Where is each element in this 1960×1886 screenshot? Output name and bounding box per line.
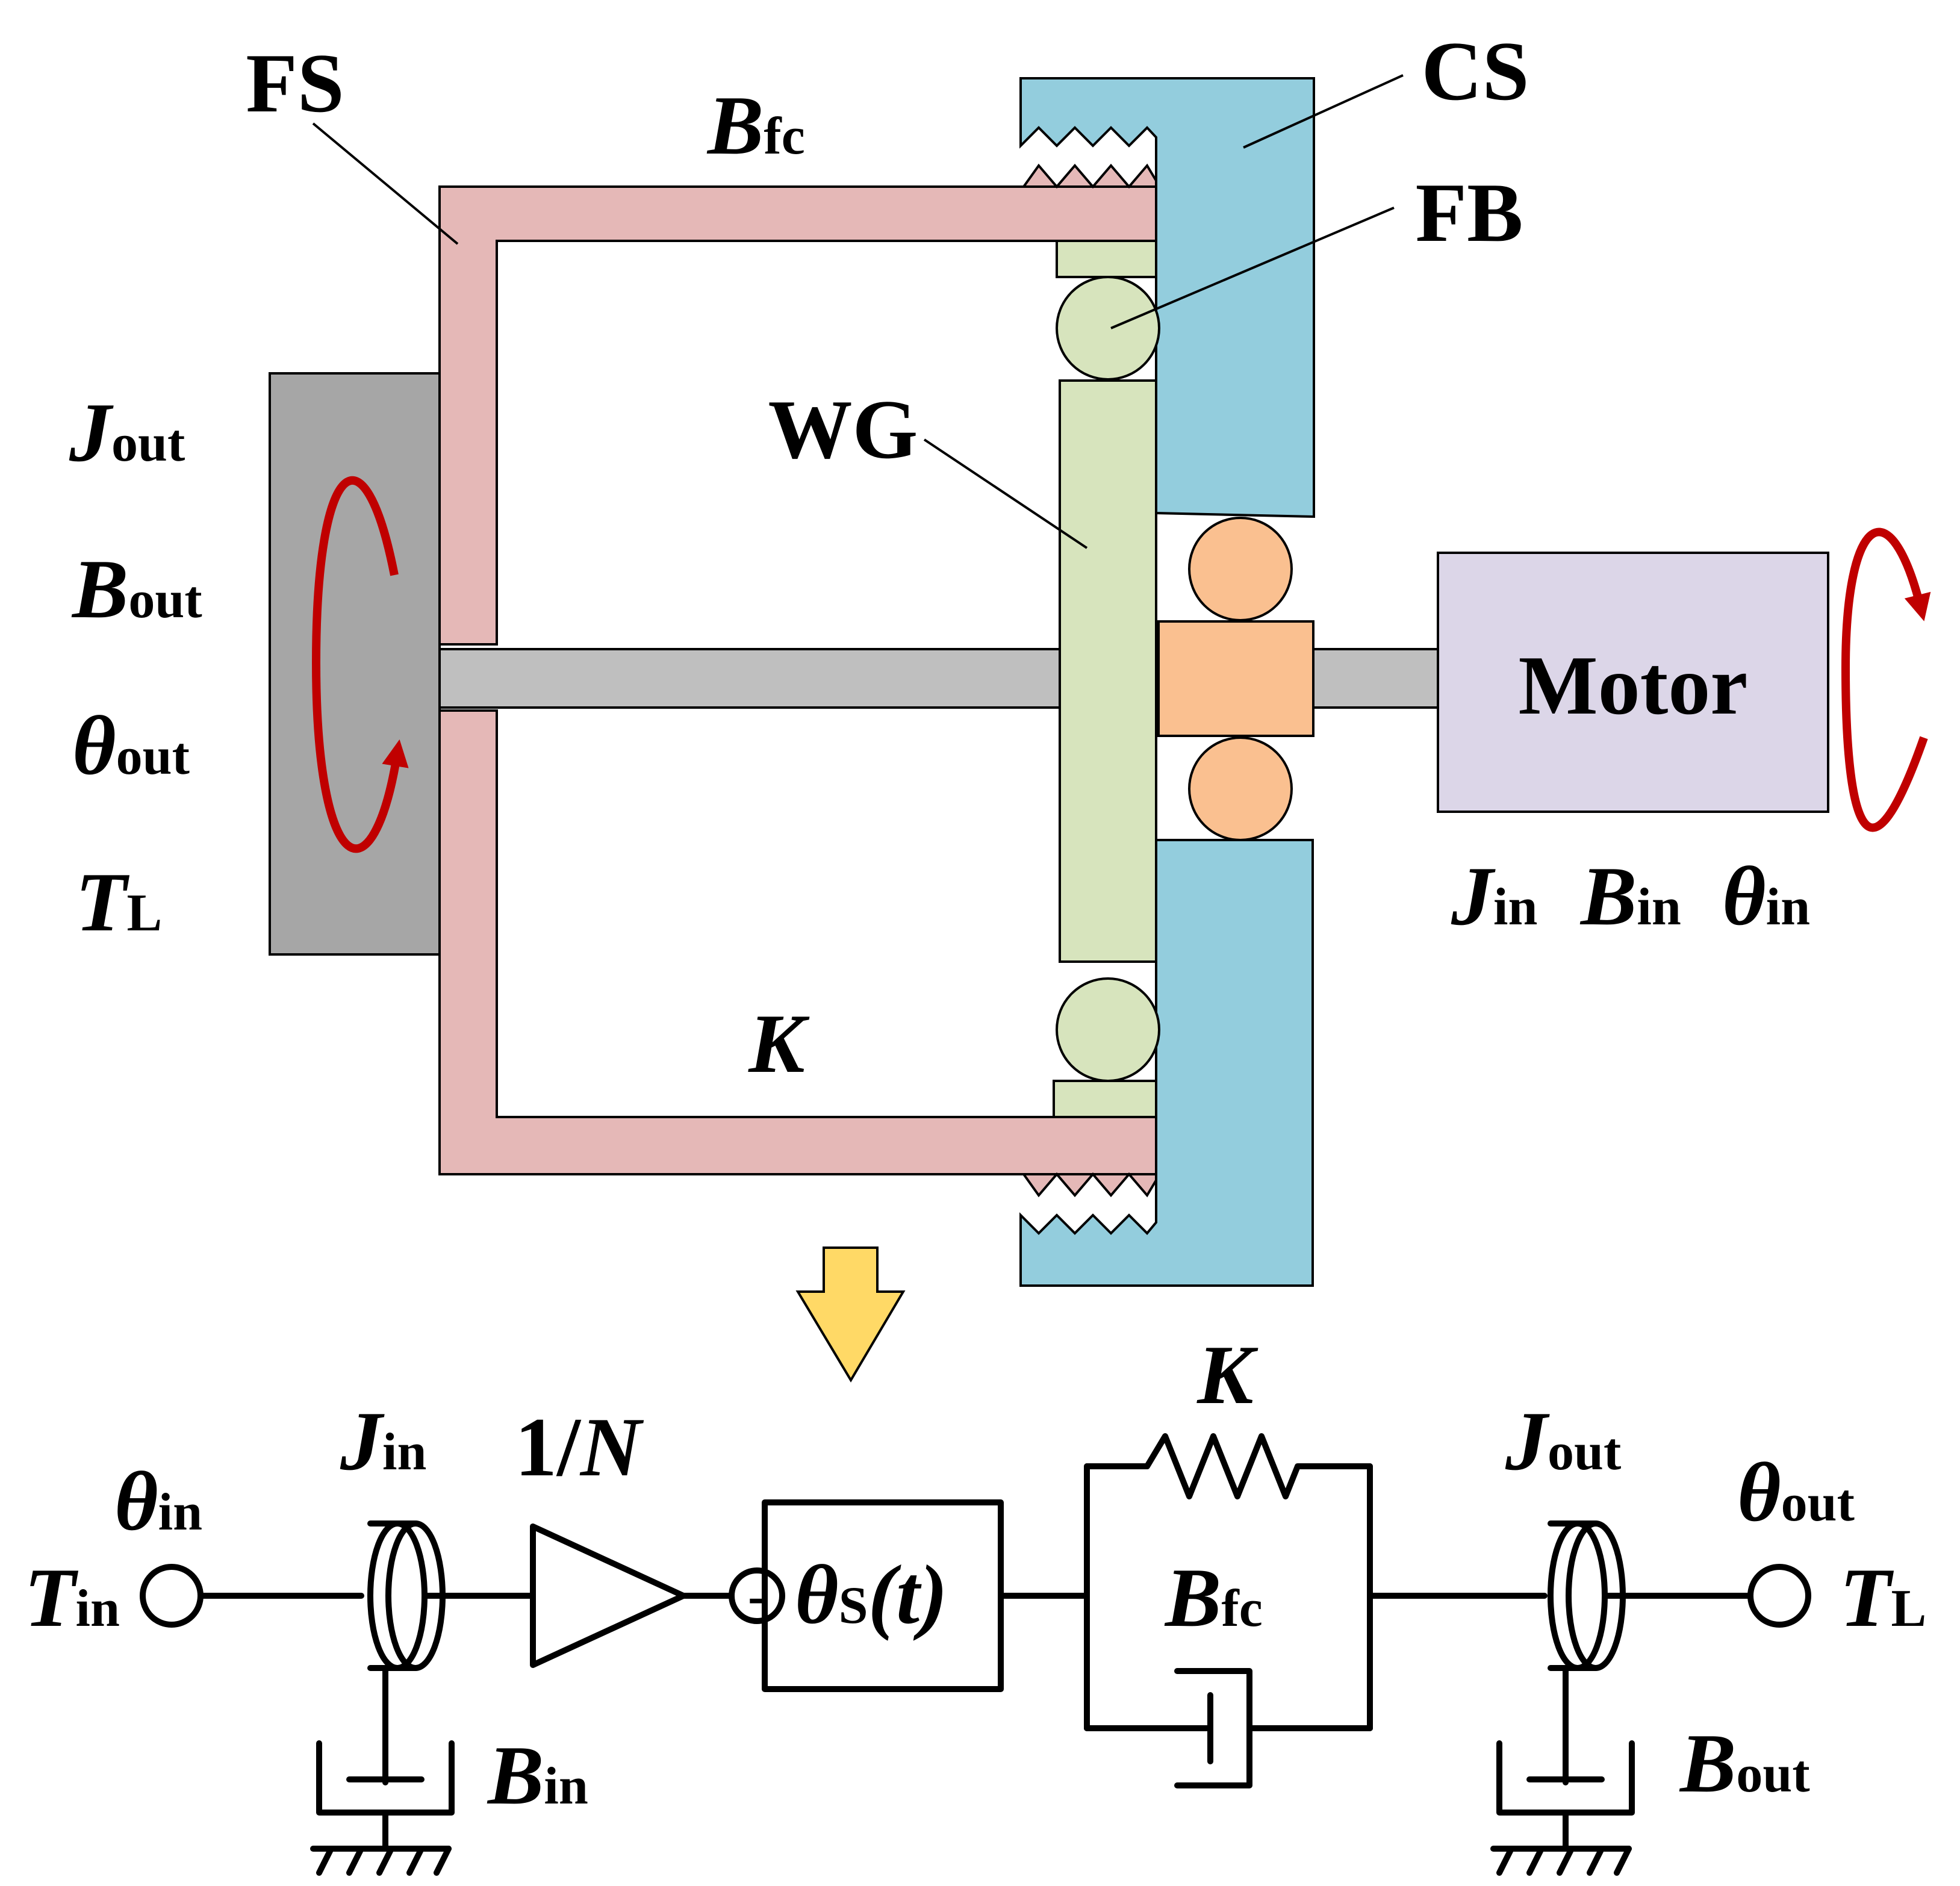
model-bout-label: Bout	[1679, 1717, 1810, 1810]
wg-label: WG	[768, 383, 918, 476]
mech-k-label: K	[747, 997, 810, 1091]
fs-leader-line	[312, 122, 459, 245]
thetas-block	[762, 1499, 1004, 1692]
model-bfc-label: Bfc	[1164, 1551, 1263, 1645]
input-rotation-arrow	[1841, 528, 1931, 832]
fb-leader-line	[1110, 207, 1395, 329]
circular-spline-bottom	[1019, 839, 1314, 1287]
input-damper-symbol	[310, 1740, 455, 1876]
motor-label: Motor	[1519, 639, 1748, 732]
output-inertia-symbol	[1548, 1520, 1626, 1785]
flexible-bearing-ball-bottom	[1056, 977, 1160, 1082]
damper-bfc-symbol	[1084, 1668, 1373, 1788]
mech-theta-out-label: θout	[72, 699, 190, 792]
motor-bearing-ball-bottom	[1188, 736, 1293, 841]
fs-label: FS	[246, 37, 344, 130]
mech-bfc-label: Bfc	[706, 79, 805, 172]
model-thetas-label: θS(t)	[795, 1548, 948, 1642]
minus-sign: -	[748, 1566, 766, 1626]
model-bin-label: Bin	[487, 1729, 588, 1822]
input-inertia-symbol	[367, 1520, 446, 1785]
cs-leader-line	[1243, 74, 1404, 149]
model-theta-out-label: θout	[1737, 1446, 1855, 1539]
mech-bin-label: Bin	[1579, 850, 1681, 943]
down-arrow-icon	[795, 1246, 906, 1383]
mech-jin-label: Jin	[1451, 850, 1537, 943]
model-jout-label: Jout	[1505, 1395, 1621, 1488]
circular-spline-top	[1019, 77, 1315, 518]
spring-k-symbol	[1084, 1433, 1373, 1499]
mech-tl-label: TL	[75, 856, 162, 949]
mech-theta-in-label: θin	[1722, 850, 1810, 943]
wave-generator-plug	[1059, 379, 1157, 963]
output-terminal	[1747, 1564, 1811, 1628]
flexible-bearing-race-top	[1056, 240, 1157, 278]
output-shaft	[438, 648, 1061, 709]
cs-label: CS	[1422, 25, 1529, 118]
fb-label: FB	[1416, 166, 1523, 260]
motor-block	[1437, 552, 1829, 813]
model-section: - θin Tin	[24, 1328, 1926, 1876]
motor-shaft	[1311, 648, 1440, 709]
wg-leader-line	[923, 438, 1088, 549]
motor-bearing-hub	[1157, 620, 1314, 737]
output-link-block	[269, 372, 441, 956]
model-tl-label: TL	[1840, 1551, 1926, 1645]
model-gear-ratio-label: 1/N	[515, 1401, 644, 1494]
mech-jout-label: Jout	[69, 386, 185, 479]
flexible-bearing-race-bottom	[1053, 1080, 1157, 1118]
output-damper-symbol	[1490, 1740, 1635, 1876]
subtract-junction	[729, 1567, 785, 1624]
gear-ratio-gain	[530, 1523, 686, 1668]
flexspline-teeth-bottom	[1021, 1172, 1157, 1198]
model-tin-label: Tin	[24, 1551, 120, 1645]
model-jin-label: Jin	[340, 1395, 426, 1488]
mech-bout-label: Bout	[71, 543, 202, 636]
input-terminal	[140, 1564, 204, 1628]
flexible-bearing-ball-top	[1056, 276, 1160, 381]
mechanism-section: Motor FS CS FB WG Bfc K Jout Bout θout T…	[69, 25, 1931, 1287]
output-rotation-arrow	[311, 476, 409, 853]
model-theta-in-label: θin	[114, 1455, 202, 1548]
flexspline-teeth-top	[1021, 163, 1157, 189]
model-k-label: K	[1196, 1328, 1258, 1422]
parallel-spring-damper	[1084, 1433, 1373, 1788]
motor-bearing-ball-top	[1188, 517, 1293, 621]
